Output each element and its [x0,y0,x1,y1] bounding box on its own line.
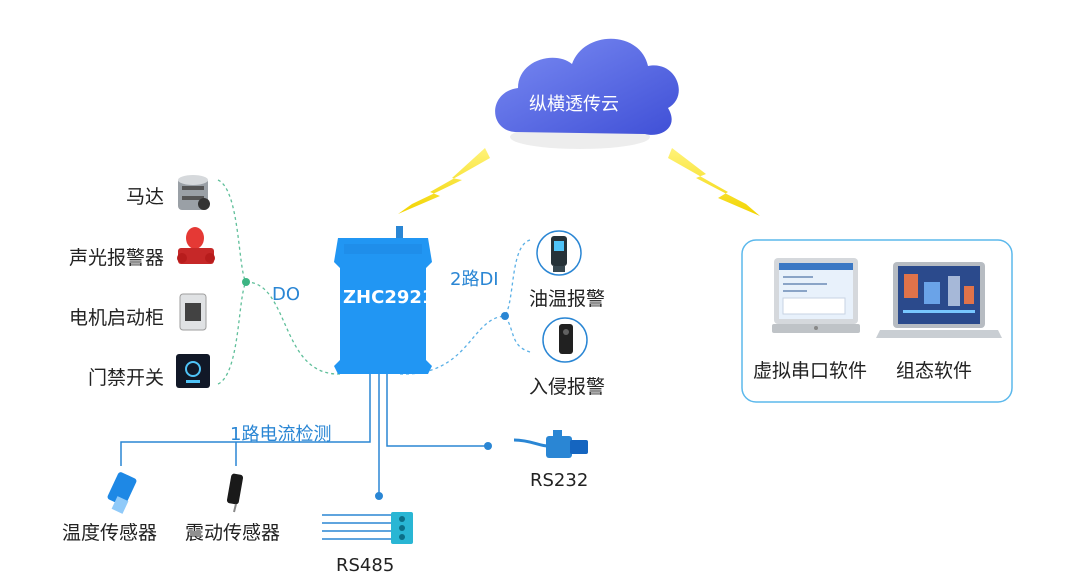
do-item-starter: 电机启动柜 [68,307,164,329]
do-connector [217,179,341,385]
zhc2921-device-icon [334,226,432,374]
di-label: 2路DI [450,269,499,290]
temperature-sensor-label: 温度传感器 [62,522,158,544]
current-label: 1路电流检测 [230,424,332,445]
di-item-oil-temp: 油温报警 [529,288,606,310]
oil-temp-alarm-icon [536,230,582,276]
scada-laptop-icon [876,262,1002,338]
do-item-motor: 马达 [125,186,164,208]
intrusion-alarm-icon [542,317,588,363]
do-item-access: 门禁开关 [87,367,164,389]
motor-icon [178,175,210,210]
motor-starter-cabinet-icon [179,293,207,331]
rs232-label: RS232 [530,470,589,491]
device-label: ZHC2921 [343,287,435,308]
lightning-bolt-icon [668,148,760,216]
virtual-serial-monitor-icon [772,258,860,333]
access-switch-icon [176,354,210,388]
rs232-connector-icon [513,430,588,458]
do-label: DO [272,284,301,305]
cloud-icon [495,38,679,149]
vibration-sensor-icon [226,473,244,513]
lightning-bolt-icon [398,148,490,214]
rs485-label: RS485 [336,555,395,576]
wiring-lines [120,374,488,540]
vibration-sensor-label: 震动传感器 [185,522,281,544]
do-node-dot [242,278,250,286]
software-virtual-serial-label: 虚拟串口软件 [753,360,868,382]
do-item-alarm: 声光报警器 [68,247,164,269]
rs485-node-dot [375,492,383,500]
rs232-node-dot [484,442,492,450]
alarm-light-icon [177,227,215,264]
temperature-sensor-icon [107,472,137,514]
software-scada-label: 组态软件 [896,360,973,382]
di-connector [399,239,531,375]
di-node-dot [501,312,509,320]
di-item-intrusion: 入侵报警 [529,376,606,398]
rs485-connector-icon [391,512,413,544]
cloud-label: 纵横透传云 [529,94,619,115]
